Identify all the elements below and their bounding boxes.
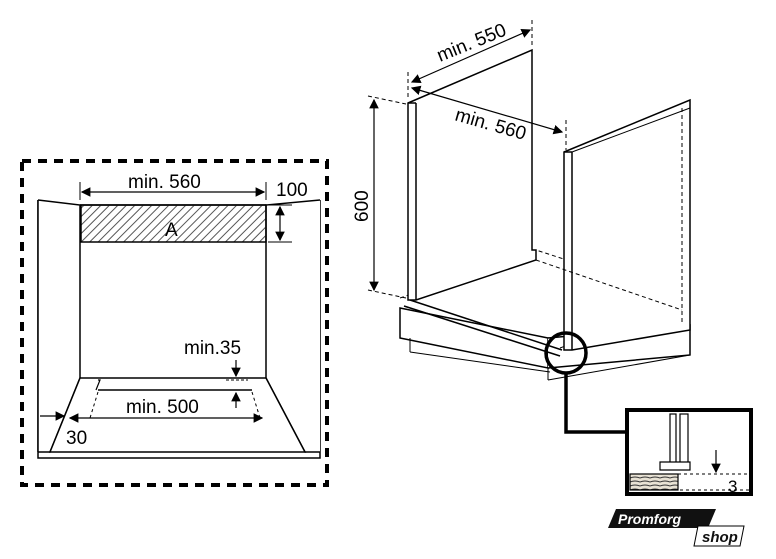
front-view: A min.35 min. 560 100 min. 500 30 [20,159,329,487]
cabinet-height-label: 600 [352,190,373,222]
cabinet-depth-label: min. 550 [434,20,509,67]
cabinet-width-dimension-line [410,85,564,135]
promforg-logo: Promforg shop [608,509,745,547]
right-cabinet-panel [563,98,691,351]
cabinet-view: 600 min. 550 min. 560 [352,20,692,434]
height-label: 100 [276,180,308,201]
logo-brand-text: Promforg [618,511,681,527]
logo-suffix-text: shop [702,529,738,546]
detail-leader-line [564,373,632,434]
cabinet-depth-dimension-line [410,28,532,84]
wood-block [629,473,679,491]
offset-label: 3 [728,477,737,496]
left-cabinet-panel [407,48,537,301]
zone-a [80,204,267,243]
bottom-width-label: min. 500 [126,397,199,418]
side-label: 30 [66,428,87,449]
width-label: min. 560 [128,172,201,193]
detail-view: 3 [625,408,753,496]
zone-a-label: A [165,220,178,241]
min35-label: min.35 [184,338,241,359]
dashed-boundary [20,159,329,487]
